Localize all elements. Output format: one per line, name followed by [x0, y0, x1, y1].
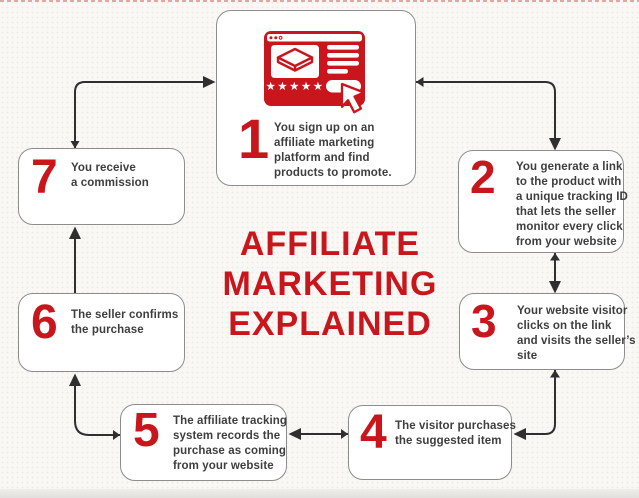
- title-line-3: EXPLAINED: [228, 305, 432, 343]
- step-5-text: The affiliate tracking system records th…: [173, 415, 288, 472]
- browser-window-illustration: ★★★★★: [264, 31, 366, 114]
- arrowhead-into-step-1: [203, 76, 216, 88]
- product-box-icon: [276, 47, 314, 72]
- step-3-card: 3 Your website visitor clicks on the lin…: [459, 293, 636, 370]
- arrowhead-into-step-2: [549, 138, 561, 151]
- bottom-border-strip: [0, 489, 639, 498]
- connector-7-to-1: [74, 81, 203, 148]
- top-accent-line: [0, 0, 639, 2]
- text-line-placeholders: [327, 45, 359, 74]
- step-5-card: 5 The affiliate tracking system records …: [120, 404, 287, 481]
- step-6-card: 6 The seller confirms the purchase: [18, 293, 185, 372]
- step-2-number: 2: [470, 151, 496, 203]
- infographic-title: AFFILIATE MARKETING EXPLAINED: [180, 224, 480, 344]
- step-3-number: 3: [471, 295, 497, 347]
- browser-titlebar: [267, 34, 362, 42]
- step-7-number: 7: [31, 151, 58, 204]
- step-4-text: The visitor purchases the suggested item: [395, 420, 516, 447]
- step-2-text: You generate a link to the product with …: [516, 161, 628, 248]
- five-star-rating-icon: ★★★★★: [265, 79, 324, 93]
- arrowhead-into-step-6: [69, 373, 81, 386]
- anchor-nub-step-2: [550, 253, 560, 261]
- anchor-nub-step-1: [416, 77, 424, 87]
- browser-dot-icon: [278, 35, 283, 40]
- step-7-card: 7 You receive a commission: [18, 148, 185, 225]
- step-5-number: 5: [133, 404, 160, 457]
- step-6-text: The seller confirms the purchase: [71, 309, 179, 336]
- step-1-number: 1: [238, 107, 270, 170]
- step-1-text: You sign up on an affiliate marketing pl…: [274, 122, 392, 179]
- step-1-card: ★★★★★ 1 You sign up on an affiliate mark…: [216, 10, 416, 186]
- arrowhead-into-step-3: [549, 281, 561, 294]
- step-4-card: 4 The visitor purchases the suggested it…: [348, 405, 516, 480]
- step-7-text: You receive a commission: [71, 162, 149, 189]
- cursor-icon: [340, 82, 366, 114]
- anchor-nub-step-5: [113, 430, 120, 440]
- connector-3-to-4: [526, 370, 556, 435]
- step-2-card: 2 You generate a link to the product wit…: [458, 150, 628, 253]
- connector-1-to-2: [416, 81, 556, 138]
- anchor-nub-step-4: [341, 429, 348, 439]
- step-4-number: 4: [360, 406, 387, 459]
- arrowhead-into-step-5: [288, 428, 301, 440]
- arrowhead-into-step-7: [69, 226, 81, 239]
- browser-dot-icon: [269, 36, 273, 40]
- title-line-2: MARKETING: [222, 265, 438, 303]
- anchor-nub-step-3: [550, 370, 560, 378]
- connector-5-to-6: [74, 386, 120, 436]
- step-3-text: Your website visitor clicks on the link …: [517, 305, 636, 362]
- browser-dot-icon: [274, 36, 278, 40]
- title-line-1: AFFILIATE: [239, 225, 421, 263]
- product-card: [271, 45, 319, 78]
- step-6-number: 6: [31, 296, 58, 349]
